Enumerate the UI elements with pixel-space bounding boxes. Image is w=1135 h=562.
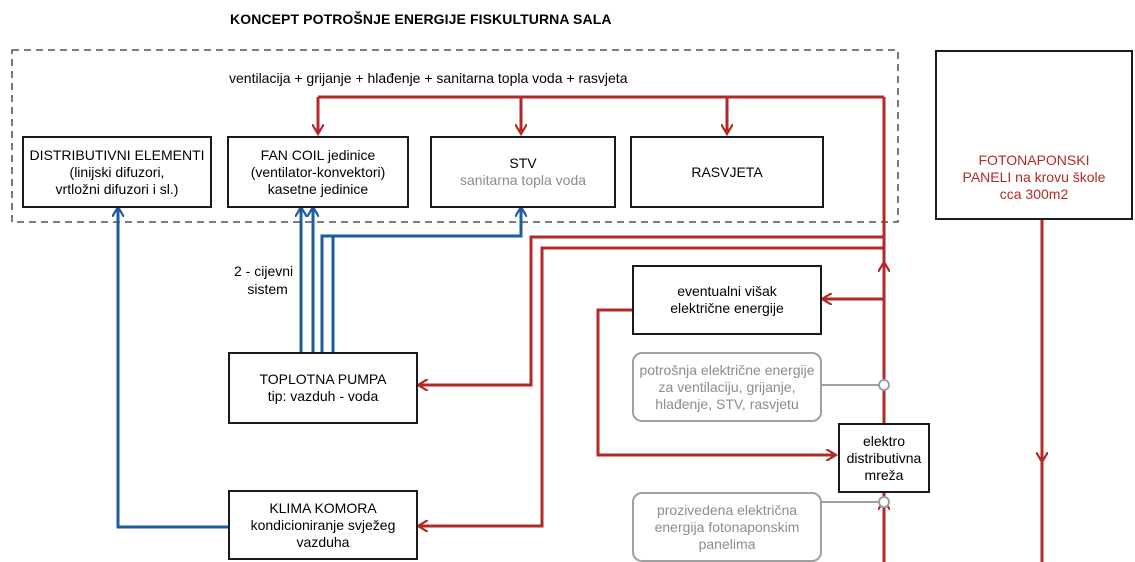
pipe-system-line2: sistem	[247, 281, 288, 297]
surplus-energy-box: eventualni višak električne energije	[632, 265, 822, 335]
distribution-elements-detail-1: (linijski difuzori,	[69, 163, 165, 180]
stv-box: STV sanitarna topla voda	[430, 136, 616, 208]
distribution-elements-detail-2: vrtložni difuzori i sl.)	[55, 180, 179, 197]
power-grid-line2: distributivna	[846, 449, 922, 466]
consumption-note-line2: za ventilaciju, grijanje,	[658, 378, 796, 395]
air-handler-box: KLIMA KOMORA kondicioniranje svježeg vaz…	[228, 490, 418, 560]
water-pipes	[118, 207, 521, 529]
pipe-system-label: 2 - cijevni sistem	[234, 262, 293, 298]
pv-panels-location: PANELI na krovu škole	[962, 168, 1106, 185]
fan-coil-box: FAN COIL jedinice (ventilator-konvektori…	[227, 136, 409, 208]
lighting-title: RASVJETA	[691, 163, 763, 180]
air-handler-title: KLIMA KOMORA	[269, 499, 377, 516]
stv-title: STV	[509, 155, 537, 171]
produced-energy-line2: energija fotonaponskim	[654, 518, 800, 535]
air-handler-detail-2: vazduha	[296, 533, 350, 550]
feed-to-heat-pump	[418, 235, 884, 385]
group-label: ventilacija + grijanje + hlađenje + sani…	[229, 70, 628, 86]
air-handler-detail-1: kondicioniranje svježeg	[250, 516, 396, 533]
consumption-group-frame	[11, 49, 899, 223]
produced-energy-line3: panelima	[698, 535, 756, 552]
power-grid-box: elektro distributivna mreža	[838, 423, 930, 493]
power-grid-line1: elektro	[862, 432, 906, 449]
pv-panels-area: cca 300m2	[999, 185, 1069, 202]
stv-subtitle: sanitarna topla voda	[459, 172, 587, 188]
heat-pump-title: TOPLOTNA PUMPA	[259, 371, 387, 387]
produced-energy-line1: prozivedena električna	[656, 501, 798, 518]
surplus-energy-line1: eventualni višak	[677, 283, 777, 299]
consumption-note-box: potrošnja električne energije za ventila…	[632, 352, 822, 422]
pv-panels-label: FOTONAPONSKI PANELI na krovu škole cca 3…	[937, 148, 1131, 206]
pv-panels-box	[935, 50, 1133, 220]
info-connectors	[820, 379, 890, 508]
heat-pump-type: tip: vazduh - voda	[267, 388, 379, 404]
fan-coil-detail-2: kasetne jedinice	[267, 180, 369, 197]
distribution-elements-box: DISTRIBUTIVNI ELEMENTI (linijski difuzor…	[22, 136, 212, 208]
heat-pump-box: TOPLOTNA PUMPA tip: vazduh - voda	[228, 352, 418, 424]
produced-energy-note-box: prozivedena električna energija fotonapo…	[632, 492, 822, 562]
consumption-note-line1: potrošnja električne energije	[639, 361, 815, 378]
diagram-title: KONCEPT POTROŠNJE ENERGIJE FISKULTURNA S…	[230, 11, 612, 27]
fan-coil-title: FAN COIL jedinice	[260, 146, 376, 163]
fan-coil-detail-1: (ventilator-konvektori)	[250, 163, 386, 180]
consumption-note-line3: hlađenje, STV, rasvjetu	[655, 395, 799, 412]
pv-panels-title: FOTONAPONSKI	[978, 151, 1090, 168]
lighting-box: RASVJETA	[630, 136, 824, 208]
pipe-system-line1: 2 - cijevni	[234, 263, 294, 279]
feed-to-air-handler	[418, 246, 884, 526]
surplus-to-grid	[596, 308, 836, 455]
distribution-elements-title: DISTRIBUTIVNI ELEMENTI	[29, 146, 205, 163]
surplus-energy-line2: električne energije	[670, 300, 784, 316]
power-grid-line3: mreža	[864, 466, 904, 483]
feed-to-consumers	[318, 95, 884, 134]
